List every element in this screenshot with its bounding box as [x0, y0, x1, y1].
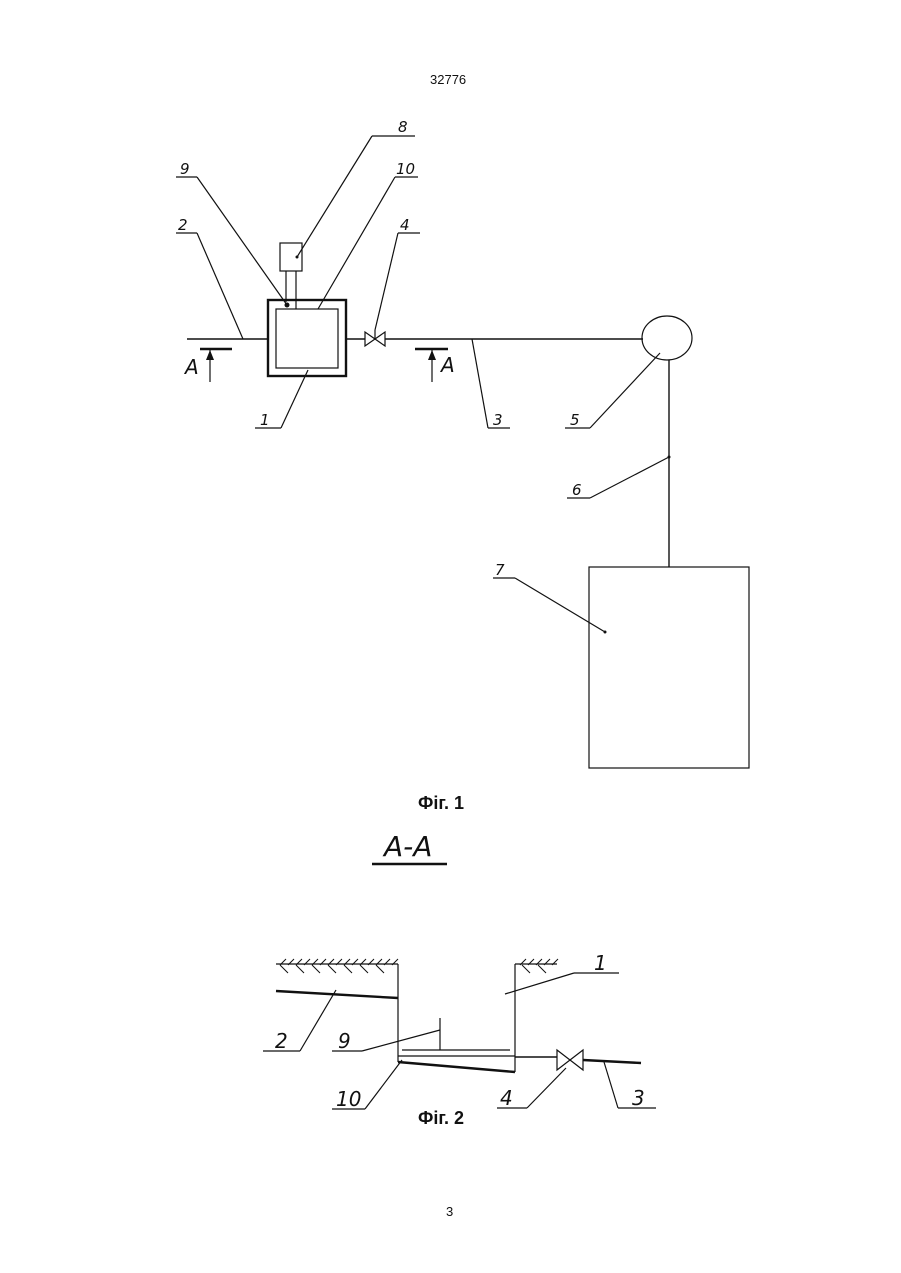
- pump-circle: [642, 316, 692, 360]
- fig2-callout-2: 2: [275, 1029, 288, 1053]
- sensor-box: [280, 243, 302, 271]
- section-title: A-A: [382, 830, 432, 863]
- tank-box: [589, 567, 749, 768]
- callout-9: 9: [180, 160, 190, 178]
- fig2-callout-3: 3: [632, 1086, 645, 1110]
- callout-2: 2: [178, 216, 188, 234]
- chamber-inner: [276, 309, 338, 368]
- fig2-callout-9: 9: [338, 1029, 351, 1053]
- section-letter-left: A: [183, 355, 199, 379]
- section-letter-right: A: [439, 353, 455, 377]
- callout-3: 3: [493, 411, 503, 429]
- figure-2-caption: Фіг. 2: [418, 1108, 464, 1129]
- fig2-callout-1: 1: [594, 951, 607, 975]
- callout-1: 1: [260, 411, 270, 429]
- valve-icon-fig2: [557, 1050, 583, 1070]
- valve-icon: [365, 330, 385, 346]
- section-mark-left: [200, 349, 232, 382]
- callout-4: 4: [400, 216, 410, 234]
- callout-6: 6: [572, 481, 582, 499]
- figure-1-caption: Фіг. 1: [418, 793, 464, 814]
- fig2-callout-4: 4: [500, 1086, 513, 1110]
- callout-5: 5: [570, 411, 580, 429]
- fig2-callout-10: 10: [336, 1087, 361, 1111]
- chamber-outer: [268, 300, 346, 376]
- callout-10: 10: [396, 160, 415, 178]
- callout-7: 7: [495, 561, 505, 579]
- page-number: 3: [446, 1204, 453, 1219]
- callout-8: 8: [398, 118, 408, 136]
